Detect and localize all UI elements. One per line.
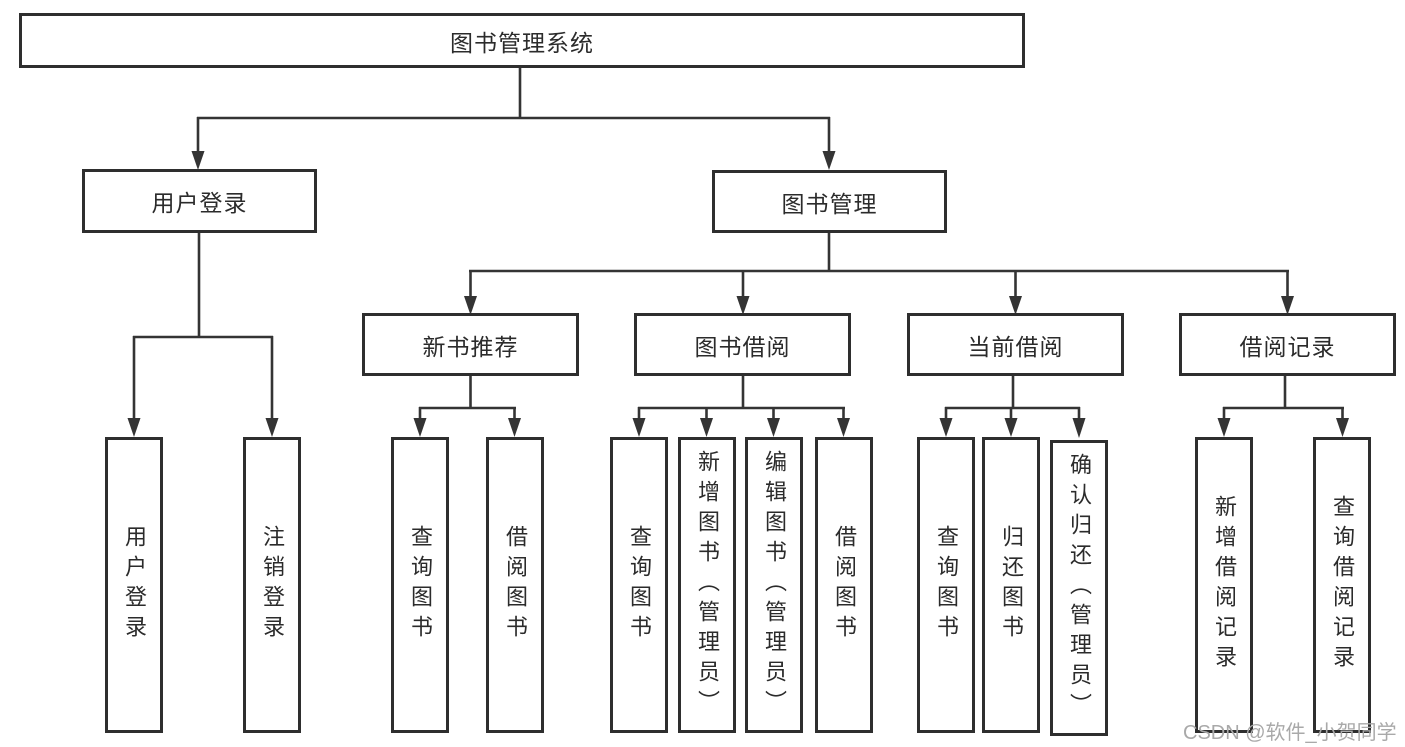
leaf-recommend-borrow-books: 借阅图书 bbox=[486, 437, 544, 733]
connector-root-to-level2 bbox=[196, 68, 831, 155]
node-book-borrow: 图书借阅 bbox=[634, 313, 851, 376]
leaf-user-login: 用户登录 bbox=[105, 437, 163, 733]
leaf-borrow-edit-books-admin: 编辑图书（管理员） bbox=[745, 437, 803, 733]
leaf-recommend-borrow-books-label: 借阅图书 bbox=[503, 525, 528, 645]
leaf-current-confirm-return-admin-label: 确认归还（管理员） bbox=[1067, 453, 1092, 723]
node-book-borrow-label: 图书借阅 bbox=[694, 333, 791, 360]
leaf-borrow-add-books-admin-label: 新增图书（管理员） bbox=[695, 450, 720, 720]
leaf-records-add-record: 新增借阅记录 bbox=[1195, 437, 1253, 733]
leaf-current-confirm-return-admin: 确认归还（管理员） bbox=[1050, 440, 1108, 736]
leaf-recommend-query-books-label: 查询图书 bbox=[408, 525, 433, 645]
leaf-records-query-record-label: 查询借阅记录 bbox=[1330, 495, 1355, 675]
leaf-borrow-borrow-books: 借阅图书 bbox=[815, 437, 873, 733]
leaf-borrow-query-books: 查询图书 bbox=[610, 437, 668, 733]
connector-records-to-leaves bbox=[1222, 376, 1344, 422]
leaf-logout-label: 注销登录 bbox=[260, 525, 285, 645]
leaf-borrow-borrow-books-label: 借阅图书 bbox=[832, 525, 857, 645]
csdn-watermark: CSDN @软件_小贺同学 bbox=[1183, 722, 1397, 744]
node-borrow-records-label: 借阅记录 bbox=[1239, 333, 1336, 360]
node-system-title: 图书管理系统 bbox=[19, 13, 1025, 68]
connector-manage-to-level3 bbox=[469, 233, 1289, 300]
node-book-manage-label: 图书管理 bbox=[781, 190, 878, 217]
node-new-book-recommend-label: 新书推荐 bbox=[422, 333, 519, 360]
connector-login-to-leaves bbox=[132, 233, 274, 422]
leaf-records-query-record: 查询借阅记录 bbox=[1313, 437, 1371, 733]
leaf-current-return-books: 归还图书 bbox=[982, 437, 1040, 733]
connector-recommend-to-leaves bbox=[418, 376, 516, 422]
node-borrow-records: 借阅记录 bbox=[1179, 313, 1396, 376]
leaf-borrow-add-books-admin: 新增图书（管理员） bbox=[678, 437, 736, 733]
leaf-current-query-books: 查询图书 bbox=[917, 437, 975, 733]
leaf-borrow-query-books-label: 查询图书 bbox=[627, 525, 652, 645]
leaf-records-add-record-label: 新增借阅记录 bbox=[1212, 495, 1237, 675]
leaf-borrow-edit-books-admin-label: 编辑图书（管理员） bbox=[762, 450, 787, 720]
node-new-book-recommend: 新书推荐 bbox=[362, 313, 579, 376]
connector-current-to-leaves bbox=[944, 376, 1081, 422]
node-user-login-label: 用户登录 bbox=[151, 190, 248, 216]
node-current-borrow: 当前借阅 bbox=[907, 313, 1124, 376]
leaf-user-login-label: 用户登录 bbox=[122, 525, 147, 645]
leaf-current-query-books-label: 查询图书 bbox=[934, 525, 959, 645]
leaf-recommend-query-books: 查询图书 bbox=[391, 437, 449, 733]
node-user-login: 用户登录 bbox=[82, 169, 317, 233]
node-system-title-label: 图书管理系统 bbox=[450, 29, 594, 56]
node-current-borrow-label: 当前借阅 bbox=[967, 333, 1064, 360]
leaf-logout: 注销登录 bbox=[243, 437, 301, 733]
connector-borrow-to-leaves bbox=[637, 376, 845, 422]
leaf-current-return-books-label: 归还图书 bbox=[999, 525, 1024, 645]
node-book-manage: 图书管理 bbox=[712, 170, 947, 233]
